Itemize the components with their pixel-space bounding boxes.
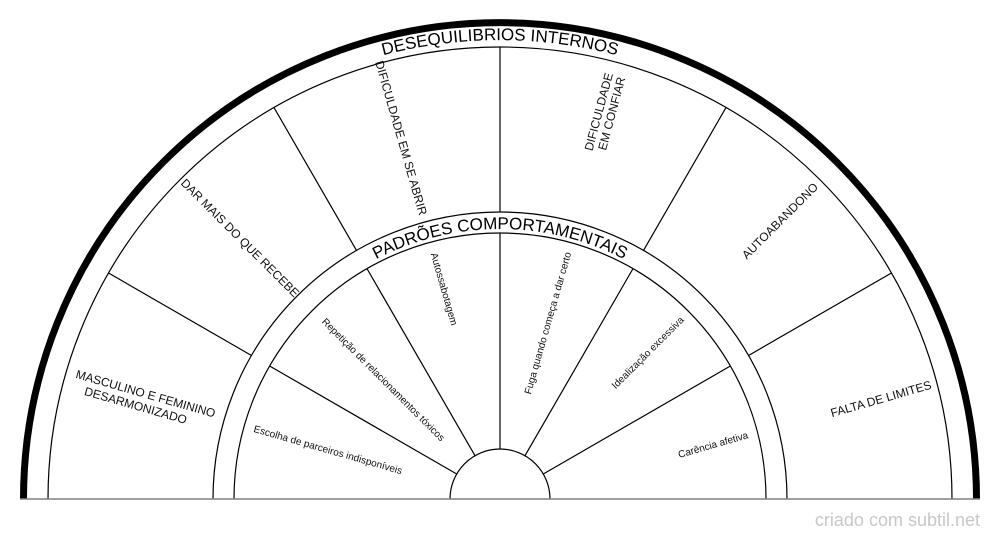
outer-segment-label: FALTA DE LIMITES bbox=[829, 378, 933, 420]
sector-dividers bbox=[108, 47, 892, 475]
inner-segment-label: Carência afetiva bbox=[677, 430, 750, 461]
outer-segment-label: MASCULINO E FEMININO DESARMONIZADO bbox=[70, 367, 220, 435]
inner-segment-label: Autossabotagem bbox=[428, 252, 459, 327]
inner-segment-label: Repetição de relacionamentos tóxicos bbox=[319, 317, 446, 444]
inner-divider-line bbox=[524, 268, 634, 456]
outer-segment-label: DIFICULDADE EM SE ABRIR bbox=[372, 59, 430, 217]
inner-divider-line bbox=[269, 365, 457, 475]
inner-segment-label: Fuga quando começa a dar certo bbox=[523, 251, 574, 396]
inner-divider-line bbox=[366, 268, 476, 456]
outer-divider-line bbox=[748, 272, 892, 357]
outer-divider-line bbox=[273, 107, 358, 251]
center-circle bbox=[449, 448, 551, 500]
outer-segment-label: DIFICULDADE EM CONFIAR bbox=[582, 68, 630, 156]
watermark: criado com subtil.net bbox=[815, 510, 980, 530]
inner-segment-label: Idealização excessiva bbox=[610, 315, 687, 392]
inner-segment-label: Escolha de parceiros indisponíveis bbox=[252, 424, 403, 477]
outer-segment-label: DAR MAIS DO QUE RECEBE bbox=[178, 176, 302, 300]
outer-segment-label: AUTOABANDONO bbox=[739, 180, 821, 262]
outer-divider-line bbox=[642, 107, 727, 251]
outer-border-arc bbox=[20, 19, 980, 500]
outer-divider-line bbox=[108, 272, 252, 357]
inner-divider-line bbox=[543, 365, 731, 475]
